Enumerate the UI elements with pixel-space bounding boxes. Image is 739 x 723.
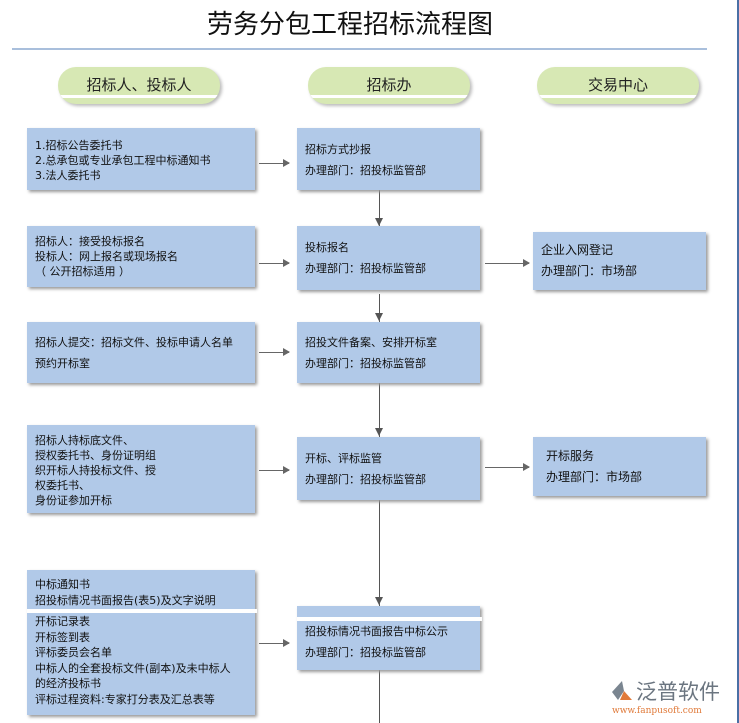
arrow-right-icon bbox=[259, 348, 290, 356]
left-step-4: 招标人持标底文件、 授权委托书、身份证明组 织开标人持投标文件、授 权委托书、 … bbox=[27, 425, 255, 513]
doc-item: 招标人：接受投标报名 bbox=[35, 235, 145, 248]
fanpu-logo: 泛普软件 www.fanpusoft.com bbox=[610, 676, 720, 716]
step-name: 开标服务 bbox=[546, 449, 595, 463]
doc-item: 开标记录表 bbox=[35, 615, 90, 628]
step-dept: 办理部门：招投标监管部 bbox=[305, 646, 426, 659]
line-gap bbox=[376, 290, 383, 294]
logo-icon bbox=[612, 681, 632, 700]
left-step-1: 1.招标公告委托书 2.总承包或专业承包工程中标通知书 3.法人委托书 bbox=[27, 128, 255, 190]
step-name: 企业入网登记 bbox=[541, 243, 614, 257]
doc-item: 招标人提交：招标文件、投标申请人名单 bbox=[35, 336, 233, 349]
left-step-2: 招标人：接受投标报名 投标人：网上报名或现场报名 （ 公开招标适用 ） bbox=[27, 226, 255, 287]
doc-item: 预约开标室 bbox=[35, 357, 90, 370]
step-dept: 办理部门：招投标监管部 bbox=[305, 357, 426, 370]
step-name: 招标方式抄报 bbox=[305, 143, 371, 156]
doc-item: （ 公开招标适用 ） bbox=[35, 265, 130, 278]
middle-step-2: 投标报名 办理部门：招投标监管部 bbox=[297, 226, 480, 290]
doc-item: 投标人：网上报名或现场报名 bbox=[35, 250, 178, 263]
step-dept: 办理部门：招投标监管部 bbox=[305, 164, 426, 177]
step-dept: 办理部门：市场部 bbox=[541, 264, 638, 278]
step-name: 投标报名 bbox=[305, 241, 349, 254]
arrow-right-icon bbox=[485, 259, 530, 267]
doc-item: 招标人持标底文件、 bbox=[35, 434, 134, 447]
doc-item: 中标人的全套投标文件(副本)及未中标人 bbox=[35, 661, 231, 675]
left-step-3: 招标人提交：招标文件、投标申请人名单 预约开标室 bbox=[27, 322, 255, 383]
middle-step-3: 招投文件备案、安排开标室 办理部门：招投标监管部 bbox=[297, 322, 480, 383]
doc-item: 评标过程资料:专家打分表及汇总表等 bbox=[35, 692, 215, 706]
arrow-down-icon bbox=[375, 218, 383, 226]
step-dept: 办理部门：招投标监管部 bbox=[305, 473, 426, 486]
arrow-down-icon bbox=[375, 313, 383, 321]
title-divider bbox=[12, 48, 707, 50]
arrow-right-icon bbox=[259, 639, 290, 647]
left-step-5: 中标通知书 招投标情况书面报告(表5)及文字说明 开标记录表 开标签到表 评标委… bbox=[27, 570, 255, 715]
doc-item: 身份证参加开标 bbox=[35, 494, 112, 507]
page-title: 劳务分包工程招标流程图 bbox=[206, 10, 493, 40]
middle-step-5: 招投标情况书面报告中标公示 办理部门：招投标监管部 bbox=[297, 606, 480, 670]
box-gap bbox=[297, 617, 482, 621]
middle-step-1: 招标方式抄报 办理部门：招投标监管部 bbox=[297, 128, 480, 190]
right-step-1: 企业入网登记 办理部门：市场部 bbox=[533, 232, 706, 290]
arrow-right-icon bbox=[259, 259, 290, 267]
step-name: 招投文件备案、安排开标室 bbox=[305, 336, 437, 349]
step-dept: 办理部门：招投标监管部 bbox=[305, 262, 426, 275]
doc-item: 的经济投标书 bbox=[35, 677, 101, 690]
lane-header-tender-office: 招标办 bbox=[308, 67, 470, 104]
arrow-right-icon bbox=[485, 463, 530, 471]
step-dept: 办理部门：市场部 bbox=[546, 470, 643, 484]
logo-url: www.fanpusoft.com bbox=[612, 706, 702, 716]
step-name: 招投标情况书面报告中标公示 bbox=[305, 625, 448, 638]
doc-item: 1.招标公告委托书 bbox=[35, 139, 123, 152]
middle-step-4: 开标、评标监管 办理部门：招投标监管部 bbox=[297, 437, 480, 500]
doc-item: 招投标情况书面报告(表5)及文字说明 bbox=[35, 593, 216, 607]
box-gap bbox=[27, 609, 257, 613]
arrow-down-icon bbox=[375, 597, 383, 605]
logo-name: 泛普软件 bbox=[636, 680, 720, 704]
lane-header-trade-center: 交易中心 bbox=[537, 67, 699, 104]
arrow-right-icon bbox=[259, 466, 290, 474]
doc-item: 3.法人委托书 bbox=[35, 169, 101, 182]
doc-item: 2.总承包或专业承包工程中标通知书 bbox=[35, 154, 211, 167]
doc-item: 织开标人持投标文件、授 bbox=[35, 464, 156, 477]
arrow-right-icon bbox=[259, 159, 290, 167]
arrow-down-icon bbox=[375, 428, 383, 436]
doc-item: 开标签到表 bbox=[35, 630, 90, 644]
right-step-2: 开标服务 办理部门：市场部 bbox=[533, 437, 706, 496]
doc-item: 权委托书、 bbox=[35, 479, 90, 492]
doc-item: 评标委员会名单 bbox=[35, 646, 112, 659]
right-border bbox=[737, 0, 739, 723]
doc-item: 授权委托书、身份证明组 bbox=[35, 449, 156, 462]
doc-item: 中标通知书 bbox=[35, 578, 90, 591]
step-name: 开标、评标监管 bbox=[305, 452, 382, 465]
lane-header-bidders: 招标人、投标人 bbox=[58, 67, 220, 104]
